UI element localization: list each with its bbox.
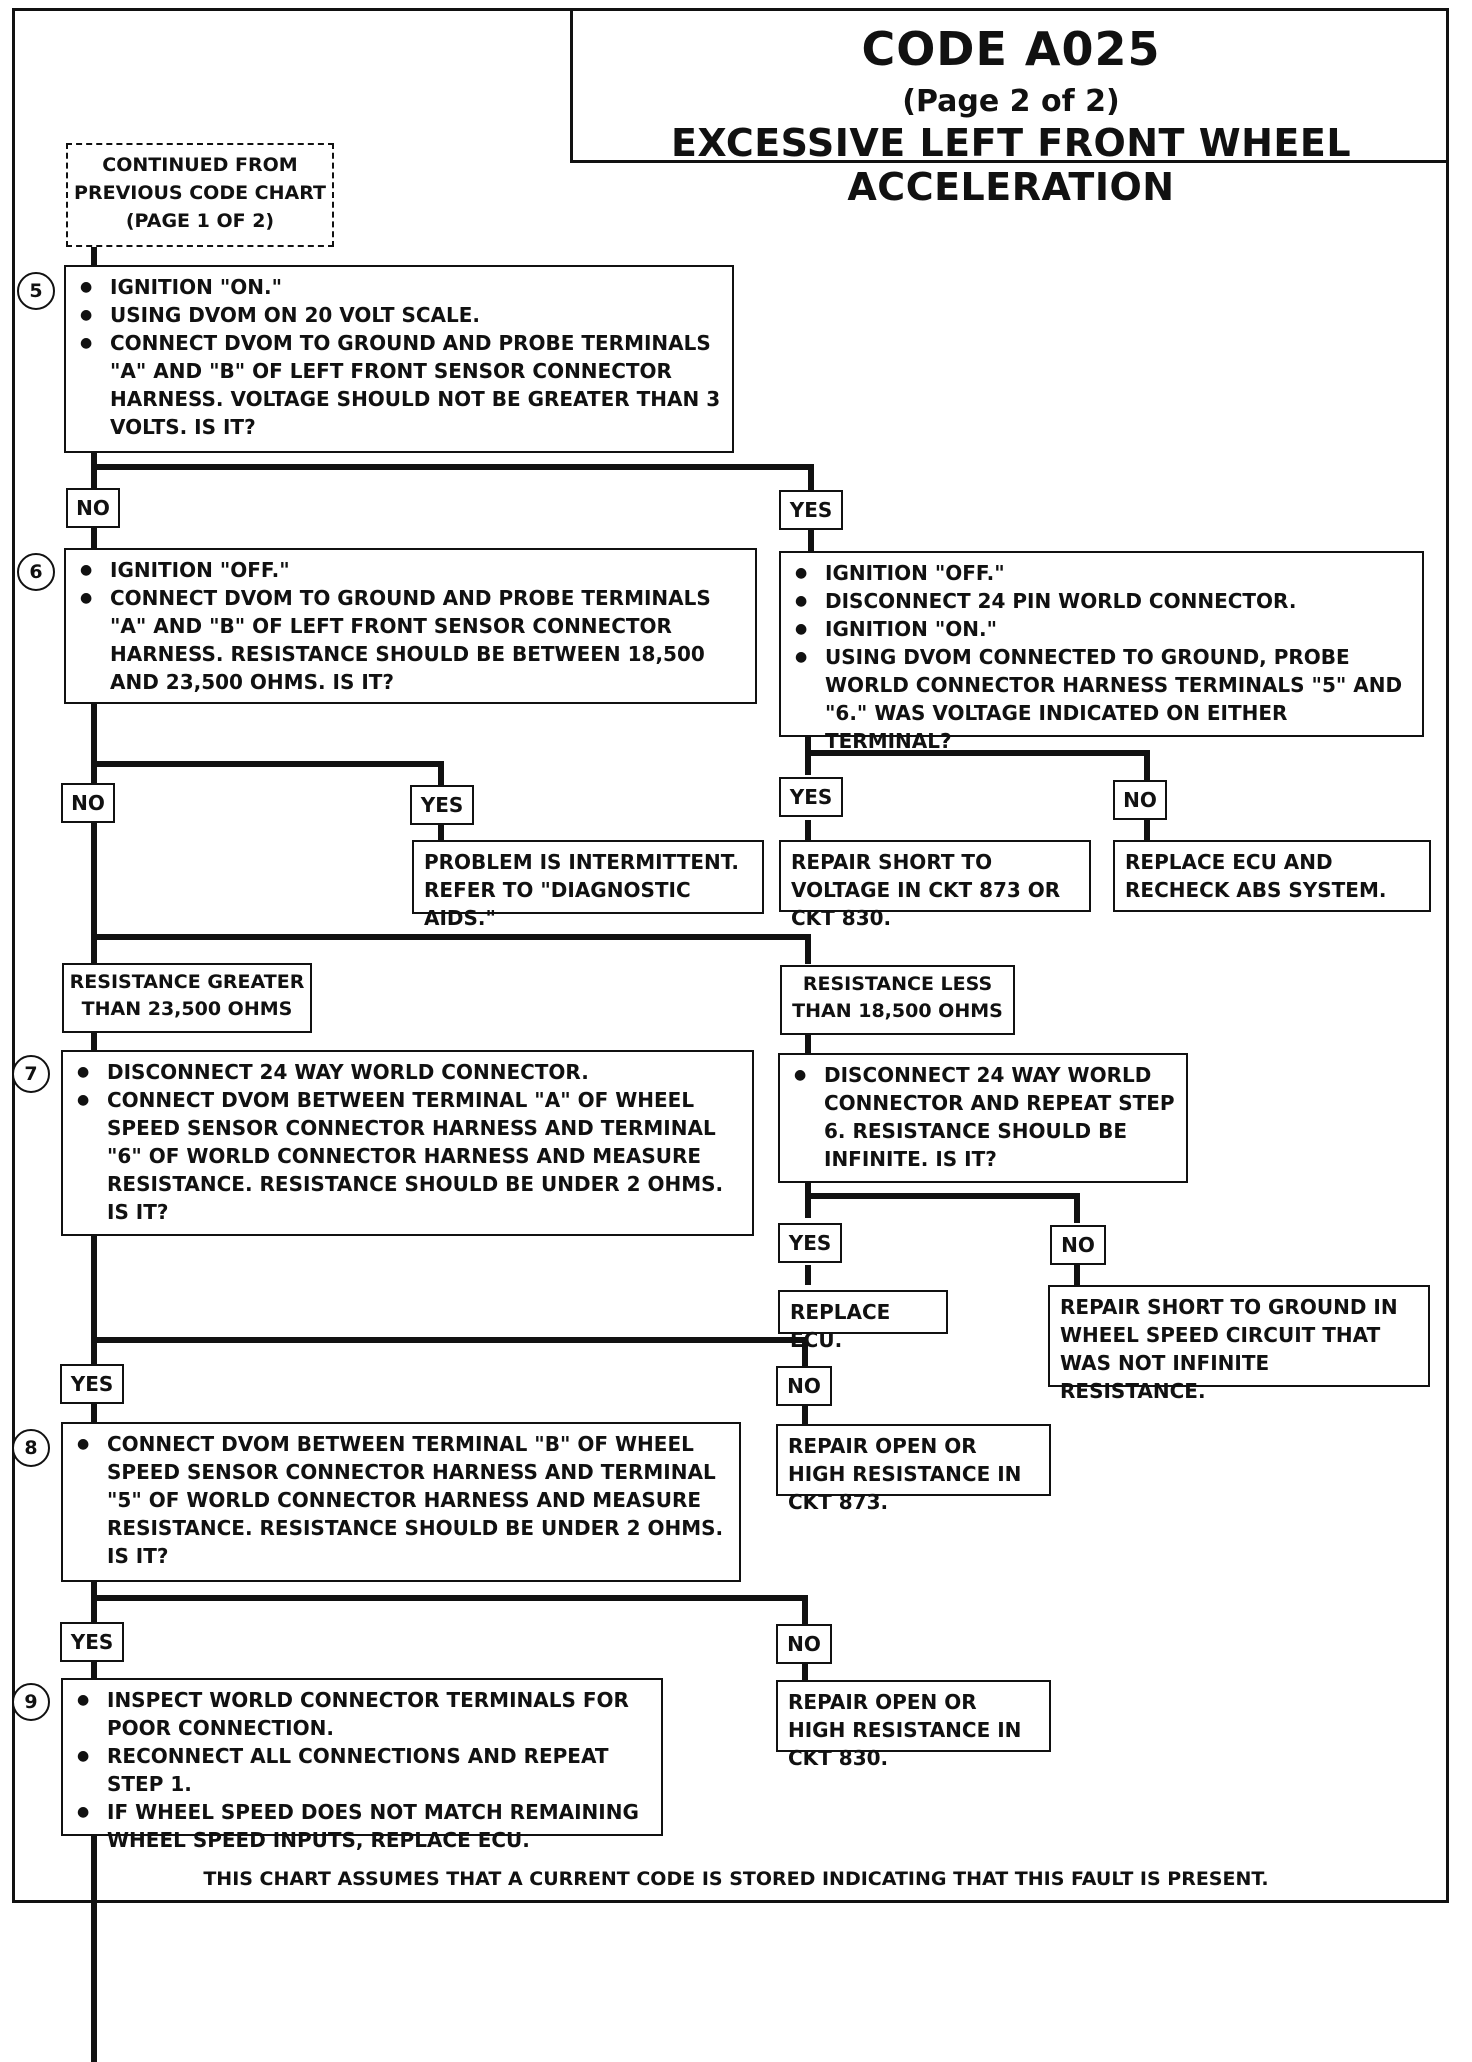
yes-label: YES xyxy=(779,490,843,530)
connector-line xyxy=(91,245,97,270)
replace-ecu-recheck-box: REPLACE ECU AND RECHECK ABS SYSTEM. xyxy=(1113,840,1431,912)
connector-line xyxy=(91,761,444,767)
footer-note: THIS CHART ASSUMES THAT A CURRENT CODE I… xyxy=(203,1868,1269,1890)
connector-line xyxy=(805,1265,811,1285)
continued-line: PREVIOUS CODE CHART xyxy=(74,182,326,204)
step-7-box: DISCONNECT 24 WAY WORLD CONNECTOR. CONNE… xyxy=(61,1050,754,1236)
connector-line xyxy=(91,464,814,470)
step-8-box: CONNECT DVOM BETWEEN TERMINAL "B" OF WHE… xyxy=(61,1422,741,1582)
step-6-item: CONNECT DVOM TO GROUND AND PROBE TERMINA… xyxy=(76,584,745,696)
connector-line xyxy=(805,1034,811,1054)
voltage-check-box: IGNITION "OFF." DISCONNECT 24 PIN WORLD … xyxy=(779,551,1424,753)
step-7-marker: 7 xyxy=(12,1055,50,1093)
connector-line xyxy=(802,1595,808,1630)
voltage-check-item: IGNITION "ON." xyxy=(791,615,1412,643)
yes-label: YES xyxy=(60,1364,124,1404)
yes-label: YES xyxy=(60,1622,124,1662)
no-label: NO xyxy=(1113,780,1167,820)
connector-line xyxy=(802,1405,808,1427)
connector-line xyxy=(91,1337,808,1343)
step-7-item: CONNECT DVOM BETWEEN TERMINAL "A" OF WHE… xyxy=(73,1086,742,1226)
page-indicator: (Page 2 of 2) xyxy=(902,84,1120,119)
continued-from-box: CONTINUED FROM PREVIOUS CODE CHART (PAGE… xyxy=(66,143,334,247)
step-5-item: IGNITION "ON." xyxy=(76,273,722,301)
no-label: NO xyxy=(61,783,115,823)
chart-frame xyxy=(12,8,1449,1903)
chart-title: EXCESSIVE LEFT FRONT WHEEL ACCELERATION xyxy=(670,121,1352,209)
connector-line xyxy=(1074,1193,1080,1223)
no-label: NO xyxy=(66,488,120,528)
repair-open-873-box: REPAIR OPEN OR HIGH RESISTANCE IN CKT 87… xyxy=(776,1424,1051,1514)
code-title: CODE A025 xyxy=(861,22,1161,76)
yes-label: YES xyxy=(410,785,474,825)
title-block: CODE A025 (Page 2 of 2) EXCESSIVE LEFT F… xyxy=(570,8,1449,209)
voltage-check-item: IGNITION "OFF." xyxy=(791,559,1412,587)
resistance-less-label: RESISTANCE LESS THAN 18,500 OHMS xyxy=(780,965,1015,1035)
repair-short-voltage-box: REPAIR SHORT TO VOLTAGE IN CKT 873 OR CK… xyxy=(779,840,1091,930)
continued-line: (PAGE 1 OF 2) xyxy=(125,210,275,232)
step-9-item: RECONNECT ALL CONNECTIONS AND REPEAT STE… xyxy=(73,1742,651,1798)
repeat-step-6-item: DISCONNECT 24 WAY WORLD CONNECTOR AND RE… xyxy=(790,1061,1176,1173)
connector-line xyxy=(802,1664,808,1684)
connector-line xyxy=(1144,820,1150,842)
step-8-item: CONNECT DVOM BETWEEN TERMINAL "B" OF WHE… xyxy=(73,1430,729,1570)
replace-ecu-box: REPLACE ECU. xyxy=(778,1290,948,1352)
no-label: NO xyxy=(776,1624,832,1664)
yes-label: YES xyxy=(778,1223,842,1263)
step-6-item: IGNITION "OFF." xyxy=(76,556,745,584)
connector-line xyxy=(805,820,811,842)
no-label: NO xyxy=(1050,1225,1106,1265)
step-6-box: IGNITION "OFF." CONNECT DVOM TO GROUND A… xyxy=(64,548,757,704)
continued-line: CONTINUED FROM xyxy=(102,154,298,176)
step-5-item: CONNECT DVOM TO GROUND AND PROBE TERMINA… xyxy=(76,329,722,441)
step-9-item: IF WHEEL SPEED DOES NOT MATCH REMAINING … xyxy=(73,1798,651,1854)
step-6-marker: 6 xyxy=(17,553,55,591)
resistance-greater-label: RESISTANCE GREATER THAN 23,500 OHMS xyxy=(62,963,312,1033)
connector-line xyxy=(91,1595,808,1601)
yes-label: YES xyxy=(779,777,843,817)
step-7-item: DISCONNECT 24 WAY WORLD CONNECTOR. xyxy=(73,1058,742,1086)
step-5-item: USING DVOM ON 20 VOLT SCALE. xyxy=(76,301,722,329)
step-5-box: IGNITION "ON." USING DVOM ON 20 VOLT SCA… xyxy=(64,265,734,453)
step-9-box: INSPECT WORLD CONNECTOR TERMINALS FOR PO… xyxy=(61,1678,663,1852)
intermittent-box: PROBLEM IS INTERMITTENT. REFER TO "DIAGN… xyxy=(412,840,764,930)
repeat-step-6-box: DISCONNECT 24 WAY WORLD CONNECTOR AND RE… xyxy=(778,1053,1188,1183)
step-9-marker: 9 xyxy=(12,1683,50,1721)
step-9-item: INSPECT WORLD CONNECTOR TERMINALS FOR PO… xyxy=(73,1686,651,1742)
connector-line xyxy=(91,934,811,940)
connector-line xyxy=(805,1193,1080,1199)
connector-line xyxy=(1144,750,1150,780)
voltage-check-item: USING DVOM CONNECTED TO GROUND, PROBE WO… xyxy=(791,643,1412,755)
connector-line xyxy=(802,1337,808,1372)
step-8-marker: 8 xyxy=(12,1429,50,1467)
repair-short-ground-box: REPAIR SHORT TO GROUND IN WHEEL SPEED CI… xyxy=(1048,1285,1430,1403)
voltage-check-item: DISCONNECT 24 PIN WORLD CONNECTOR. xyxy=(791,587,1412,615)
repair-open-830-box: REPAIR OPEN OR HIGH RESISTANCE IN CKT 83… xyxy=(776,1680,1051,1770)
no-label: NO xyxy=(776,1366,832,1406)
connector-line xyxy=(805,934,811,964)
step-5-marker: 5 xyxy=(17,272,55,310)
connector-line xyxy=(1074,1265,1080,1285)
